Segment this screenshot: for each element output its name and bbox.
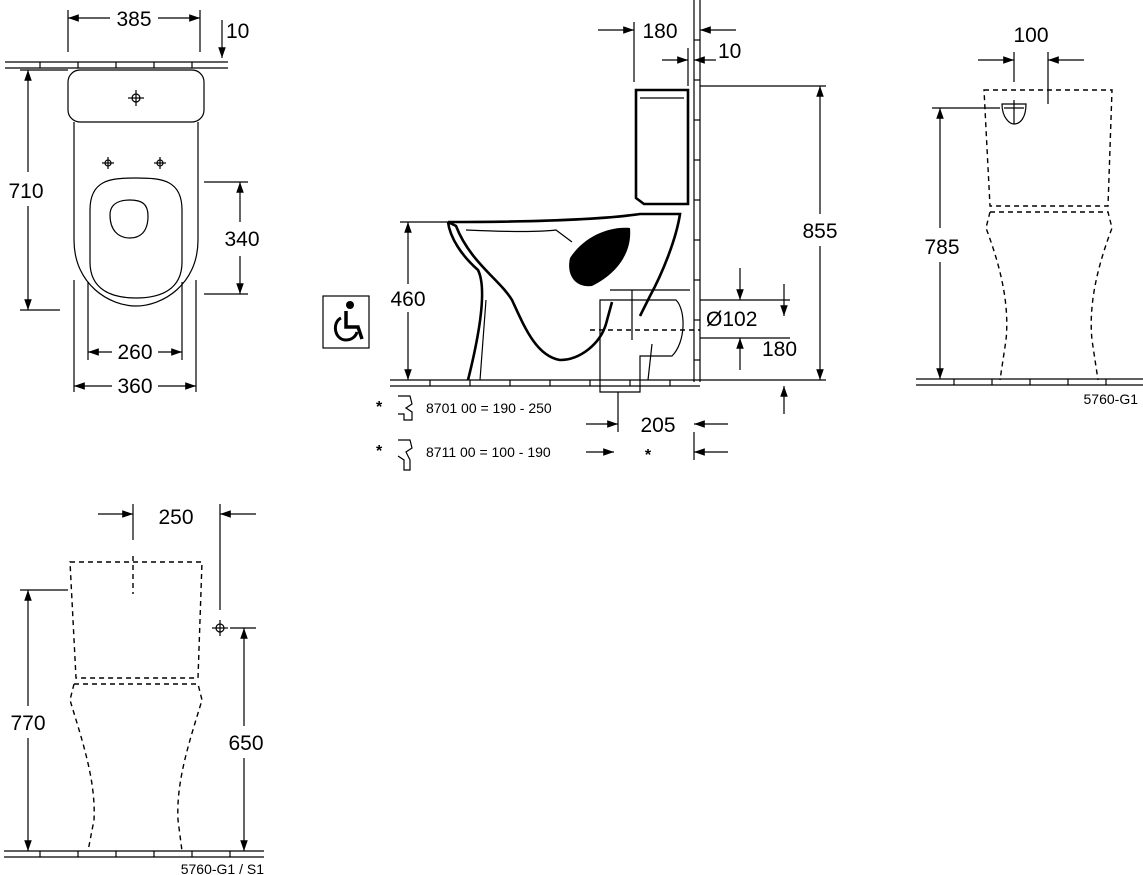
floor-line-left — [4, 850, 264, 858]
dim-gap: 10 — [226, 20, 249, 43]
floor-line-side — [390, 379, 700, 387]
note2-star: * — [376, 443, 383, 460]
front-view-left: 250 770 650 5760-G1 / S1 — [4, 504, 264, 875]
top-view: 385 10 710 340 260 360 — [5, 8, 260, 398]
floor-line-right — [916, 378, 1143, 386]
dim-front-width: 100 — [1013, 24, 1048, 47]
bowl-outline — [73, 122, 199, 307]
dim-outlet-height: 180 — [762, 338, 797, 361]
dim-seat-height: 460 — [390, 288, 425, 311]
floor-line-top — [5, 61, 228, 69]
front-view-right: 100 785 5760-G1 — [916, 24, 1143, 407]
note1-star: * — [376, 399, 383, 416]
dim-cistern-depth: 180 — [642, 20, 677, 43]
model-code-left: 5760-G1 / S1 — [181, 861, 264, 875]
dim-base-width: 360 — [117, 375, 152, 398]
cistern-side — [634, 88, 690, 206]
p-trap-icon — [398, 395, 413, 421]
note-marker: * — [645, 447, 652, 464]
dim-wall-gap: 10 — [718, 40, 741, 63]
wall-line — [693, 0, 701, 382]
pedestal-front-dashed — [985, 211, 1113, 381]
dim-front-height: 785 — [924, 236, 959, 259]
outlet-connection-icon — [1001, 100, 1027, 125]
dim-width-top: 385 — [116, 8, 151, 31]
dim-fix-width: 260 — [117, 341, 152, 364]
dim-fix-height: 650 — [228, 732, 263, 755]
fixing-point-icon — [102, 157, 166, 169]
outlet-pipe — [599, 299, 684, 393]
dim-total-height: 855 — [802, 220, 837, 243]
side-view: 180 10 855 460 Ø102 180 205 * — [322, 0, 838, 471]
seat-outline — [89, 177, 183, 299]
cistern-front-left-dashed — [69, 561, 203, 679]
note1-text: 8701 00 = 190 - 250 — [426, 400, 552, 416]
bowl-shadow — [569, 227, 631, 287]
note2-text: 8711 00 = 100 - 190 — [426, 444, 551, 460]
cistern-front-dashed — [983, 89, 1113, 207]
pedestal-front-left-dashed — [69, 683, 203, 852]
dim-outlet-diameter: Ø102 — [706, 308, 757, 331]
flush-button-icon — [128, 90, 144, 106]
wheelchair-icon — [322, 295, 370, 349]
dim-left-height: 770 — [10, 712, 45, 735]
dim-left-width: 250 — [158, 506, 193, 529]
dim-depth: 710 — [8, 180, 43, 203]
dim-seat-depth: 340 — [224, 228, 259, 251]
cistern-outline — [67, 69, 205, 123]
fixing-point-icon — [212, 620, 228, 636]
model-code-right: 5760-G1 — [1084, 391, 1139, 407]
dim-outlet-offset: 205 — [640, 414, 675, 437]
s-trap-icon — [397, 439, 413, 471]
bowl-side — [446, 212, 682, 381]
bowl-opening — [109, 199, 149, 239]
